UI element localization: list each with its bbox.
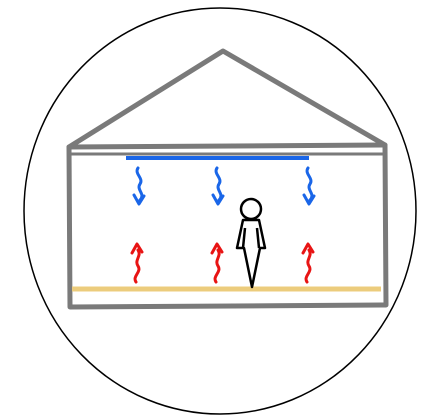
- cool-air-arrows: [132, 166, 316, 206]
- outer-circle: [23, 7, 417, 415]
- house-walls: [66, 142, 389, 310]
- warm-arrow-left: [130, 242, 144, 284]
- person-head: [239, 197, 263, 221]
- warm-arrow-middle: [210, 242, 224, 284]
- cool-arrow-middle: [211, 166, 225, 206]
- person-arm-right: [255, 227, 261, 249]
- warm-air-arrows: [130, 242, 315, 284]
- house-roof: [66, 48, 388, 150]
- cool-arrow-right: [302, 166, 316, 206]
- person-arm-left: [241, 227, 247, 249]
- person-figure: [235, 197, 267, 289]
- warm-arrow-right: [301, 242, 315, 284]
- cool-arrow-left: [132, 166, 146, 206]
